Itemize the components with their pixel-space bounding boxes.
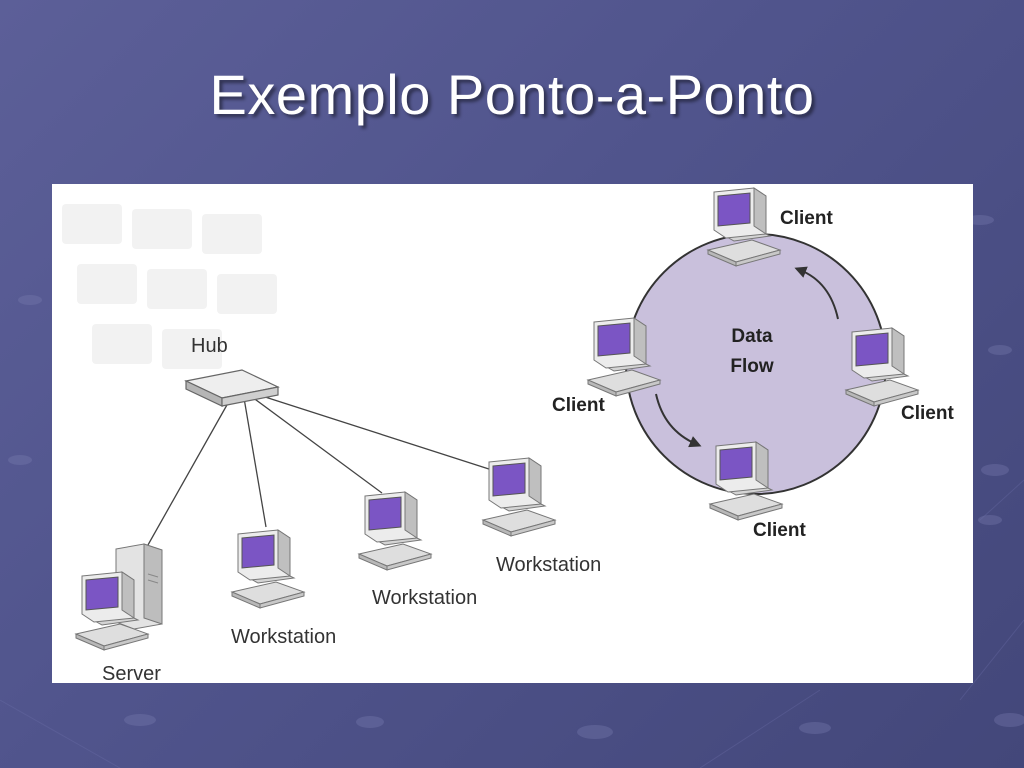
keyboard-watermark [62, 204, 277, 369]
server-computer [75, 543, 163, 651]
client-left-label: Client [552, 395, 605, 416]
cable-workstation-3 [261, 395, 493, 471]
client-right-label: Client [901, 403, 954, 424]
hub-label: Hub [191, 335, 228, 357]
workstation-2 [358, 491, 432, 571]
data-flow-label-line2: Flow [730, 356, 773, 377]
workstation-3-label: Workstation [496, 554, 601, 576]
hub-device [184, 369, 280, 407]
data-flow-label-line1: Data [731, 326, 773, 347]
workstation-1 [231, 529, 305, 609]
peer-ring: Data Flow Client Client Client Client [552, 187, 954, 541]
client-bottom-label: Client [753, 520, 806, 541]
workstation-1-label: Workstation [231, 626, 336, 648]
workstation-3 [482, 457, 556, 537]
flow-arrow-top [794, 266, 839, 320]
workstation-2-label: Workstation [372, 587, 477, 609]
cable-workstation-2 [251, 396, 383, 494]
flow-arrow-bottom [655, 393, 702, 448]
cable-workstation-1 [243, 397, 267, 528]
client-right [845, 327, 919, 407]
cable-server [143, 395, 233, 553]
client-top [707, 187, 781, 267]
network-diagram: Hub Server Workstation Workstation Works… [52, 184, 973, 683]
client-top-label: Client [780, 208, 833, 229]
server-label: Server [102, 663, 161, 683]
hub-network: Hub Server Workstation Workstation Works… [75, 335, 601, 683]
slide-title: Exemplo Ponto-a-Ponto [209, 63, 815, 126]
